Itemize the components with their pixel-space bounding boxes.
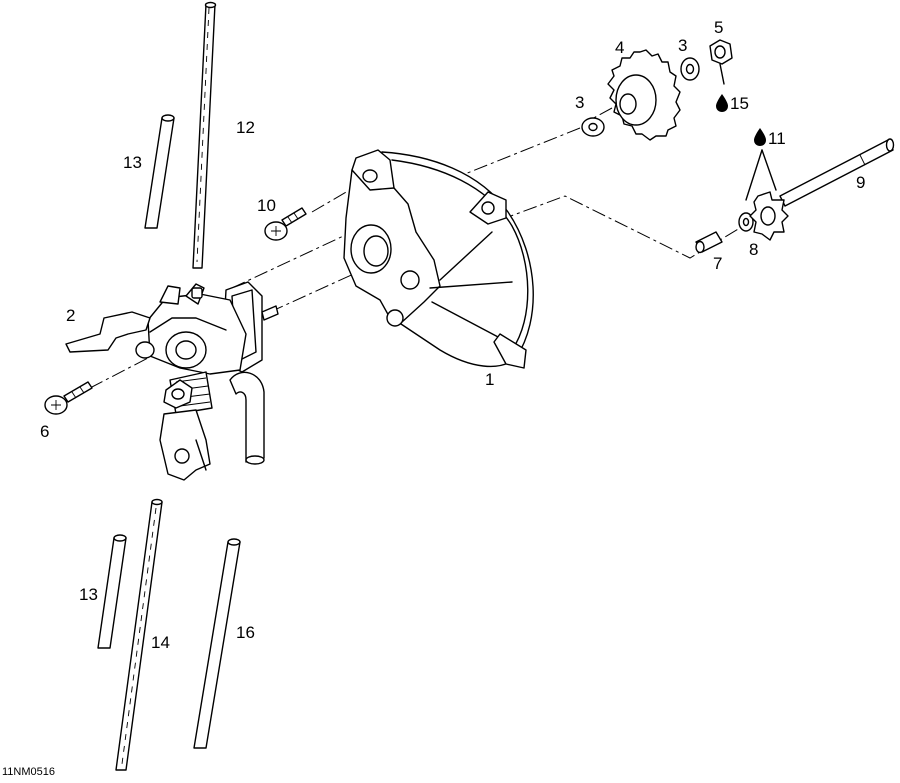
gear-4 <box>607 49 681 141</box>
washer-3-right <box>680 57 700 81</box>
screw-10 <box>264 207 307 241</box>
nut-5 <box>709 39 733 85</box>
callout-labels: 1 2 3 3 4 5 6 7 8 9 10 11 12 13 13 14 15… <box>40 18 865 652</box>
callout-15: 15 <box>730 94 749 113</box>
callout-7: 7 <box>713 254 722 273</box>
washer-3-left <box>581 117 605 137</box>
shaft-9 <box>749 138 895 241</box>
cover-plate-1 <box>343 149 534 369</box>
callout-6: 6 <box>40 422 49 441</box>
callout-1: 1 <box>485 370 494 389</box>
callout-8: 8 <box>749 240 758 259</box>
pin-7 <box>695 231 723 254</box>
screw-6 <box>44 381 93 415</box>
callout-5: 5 <box>714 18 723 37</box>
lubrication-leaders <box>745 149 777 201</box>
callout-10: 10 <box>257 196 276 215</box>
callout-12: 12 <box>236 118 255 137</box>
tube-13-upper <box>144 114 175 229</box>
oil-drop-icon <box>754 128 766 146</box>
callout-11: 11 <box>768 129 786 148</box>
tube-13-lower <box>97 534 127 649</box>
callout-2: 2 <box>66 306 75 325</box>
callout-3: 3 <box>575 93 584 112</box>
callout-14: 14 <box>151 633 170 652</box>
tube-16 <box>193 538 241 749</box>
tube-12 <box>192 1 217 269</box>
oil-pump-assembly <box>65 281 279 481</box>
callout-9: 9 <box>856 173 865 192</box>
tube-14 <box>115 498 163 771</box>
callout-16: 16 <box>236 623 255 642</box>
callout-3: 3 <box>678 36 687 55</box>
callout-13: 13 <box>123 153 142 172</box>
diagram-code: 11NM0516 <box>2 766 55 778</box>
washer-8 <box>738 212 754 232</box>
callout-4: 4 <box>615 38 624 57</box>
oil-drop-icon <box>716 94 728 112</box>
callout-13: 13 <box>79 585 98 604</box>
